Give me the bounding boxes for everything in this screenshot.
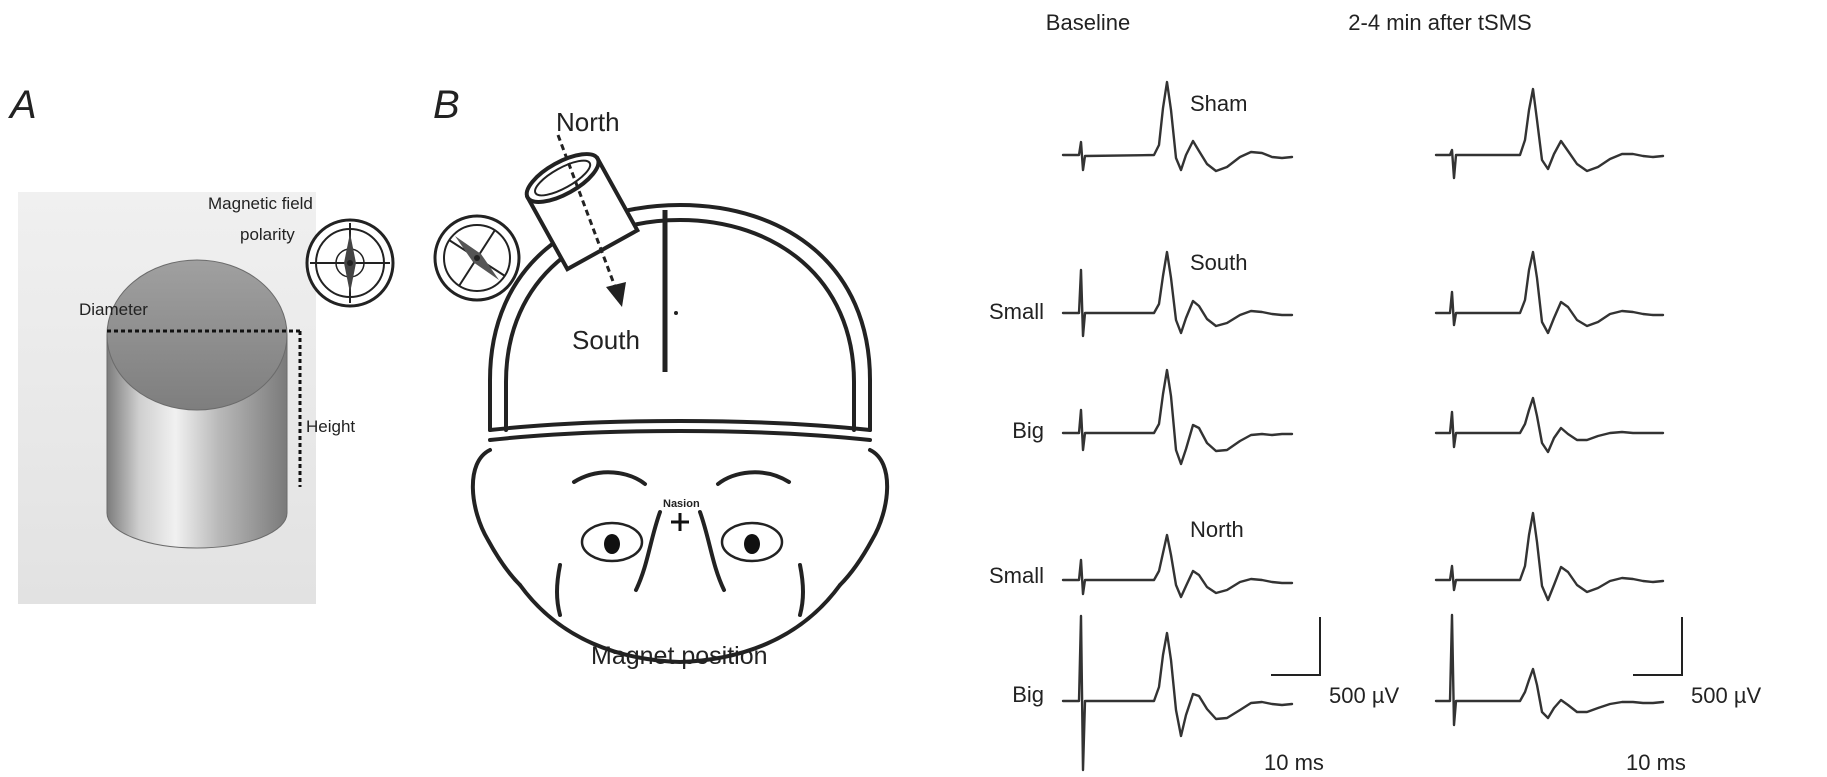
- north-label: North: [556, 107, 620, 137]
- panel-a-label: A: [8, 83, 37, 127]
- compass-icon: [435, 216, 519, 300]
- row-label-small: Small: [989, 299, 1044, 324]
- magnet-position-caption: Magnet position: [591, 642, 768, 670]
- trace-baseline-north-big: [1063, 616, 1292, 770]
- compass-icon: [307, 220, 393, 306]
- scale-amp-label-after: 500 µV: [1691, 683, 1761, 708]
- group-label-south: South: [1190, 250, 1248, 275]
- trace-after-south-big: [1436, 398, 1663, 452]
- column-title-after: 2-4 min after tSMS: [1348, 10, 1531, 35]
- trace-after-north-big: [1436, 615, 1663, 725]
- polarity-label: polarity: [240, 225, 295, 244]
- head-drawing: [473, 205, 887, 662]
- scale-amp-label-baseline: 500 µV: [1329, 683, 1399, 708]
- scale-time-label-baseline: 10 ms: [1264, 750, 1324, 775]
- row-label-small: Small: [989, 563, 1044, 588]
- magnetic-field-label: Magnetic field: [208, 194, 313, 213]
- scale-time-label-after: 10 ms: [1626, 750, 1686, 775]
- height-label: Height: [306, 417, 355, 436]
- row-label-big: Big: [1012, 418, 1044, 443]
- south-label: South: [572, 325, 640, 355]
- trace-baseline-south-small: [1063, 252, 1292, 336]
- trace-after-north-small: [1436, 513, 1663, 600]
- panel-b: B: [433, 83, 887, 670]
- panel-a: A Diameter Height Magnetic field polarit…: [8, 83, 393, 604]
- trace-after-south-small: [1436, 252, 1663, 333]
- trace-baseline-north-small: [1063, 535, 1292, 597]
- mep-traces-panel: Baseline 2-4 min after tSMS Sham South N…: [989, 10, 1762, 775]
- group-label-sham: Sham: [1190, 91, 1247, 116]
- column-title-baseline: Baseline: [1046, 10, 1130, 35]
- head-magnet: [520, 145, 637, 269]
- panel-b-label: B: [433, 83, 460, 127]
- row-label-big: Big: [1012, 682, 1044, 707]
- trace-baseline-sham: [1063, 82, 1292, 171]
- polarity-arrowhead: [606, 282, 626, 307]
- nasion-label: Nasion: [663, 498, 700, 510]
- scale-bar-after: [1633, 617, 1682, 675]
- group-label-north: North: [1190, 517, 1244, 542]
- diameter-label: Diameter: [79, 300, 148, 319]
- scale-bar-baseline: [1271, 617, 1320, 675]
- trace-after-sham: [1436, 89, 1663, 178]
- trace-baseline-south-big: [1063, 370, 1292, 464]
